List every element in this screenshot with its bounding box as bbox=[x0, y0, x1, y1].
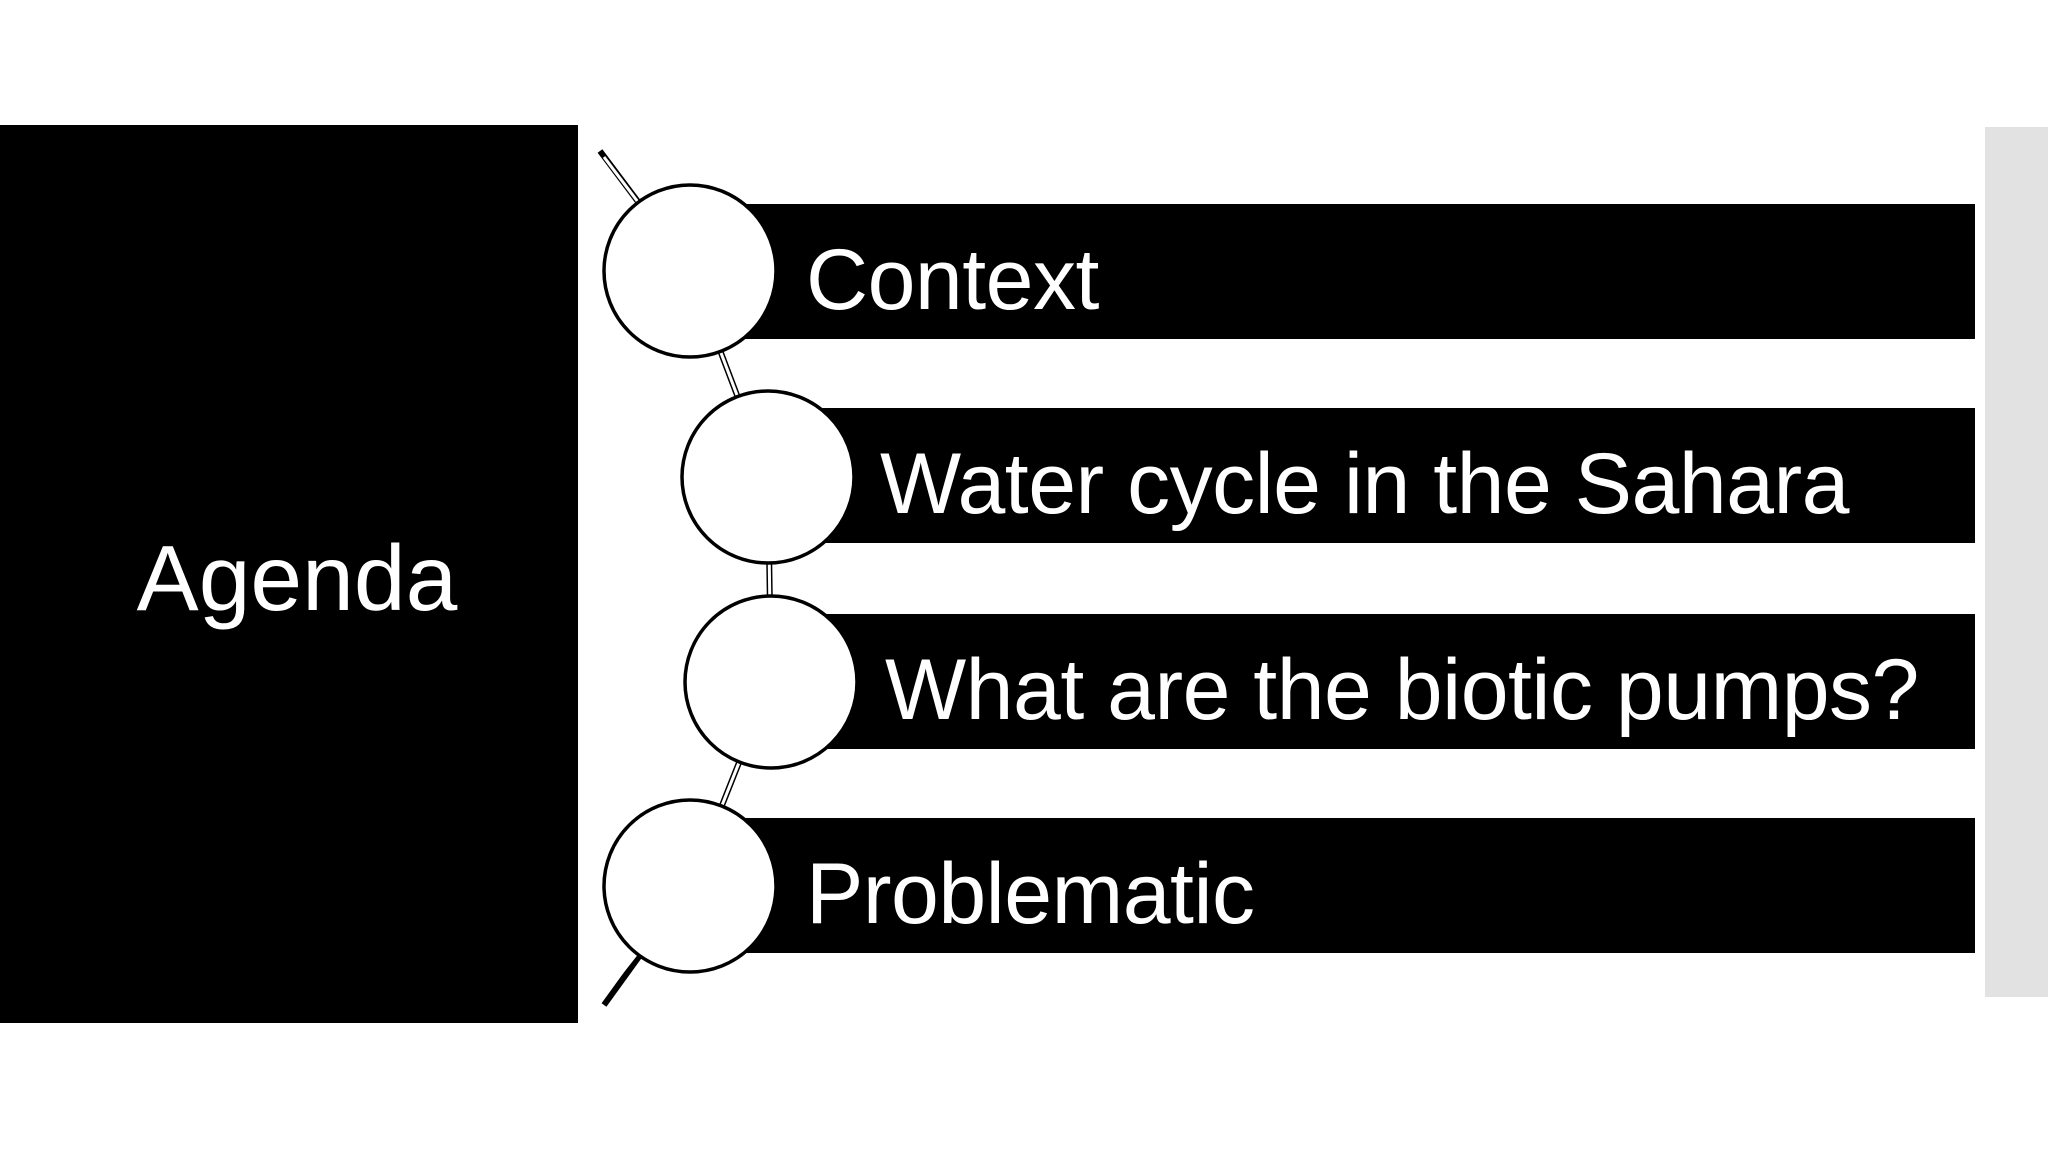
agenda-item-bar-4: Problematic bbox=[660, 818, 1975, 953]
agenda-item-bar-2: Water cycle in the Sahara bbox=[740, 408, 1975, 543]
agenda-item-label-1: Context bbox=[806, 231, 1099, 328]
agenda-title-panel: Agenda bbox=[0, 125, 578, 1023]
agenda-item-label-3: What are the biotic pumps? bbox=[885, 641, 1919, 738]
agenda-item-bar-3: What are the biotic pumps? bbox=[742, 614, 1975, 749]
agenda-item-label-4: Problematic bbox=[806, 845, 1255, 942]
agenda-item-label-2: Water cycle in the Sahara bbox=[880, 435, 1849, 532]
agenda-item-bar-1: Context bbox=[660, 204, 1975, 339]
slide-title: Agenda bbox=[136, 525, 458, 630]
right-accent-strip bbox=[1985, 127, 2048, 997]
